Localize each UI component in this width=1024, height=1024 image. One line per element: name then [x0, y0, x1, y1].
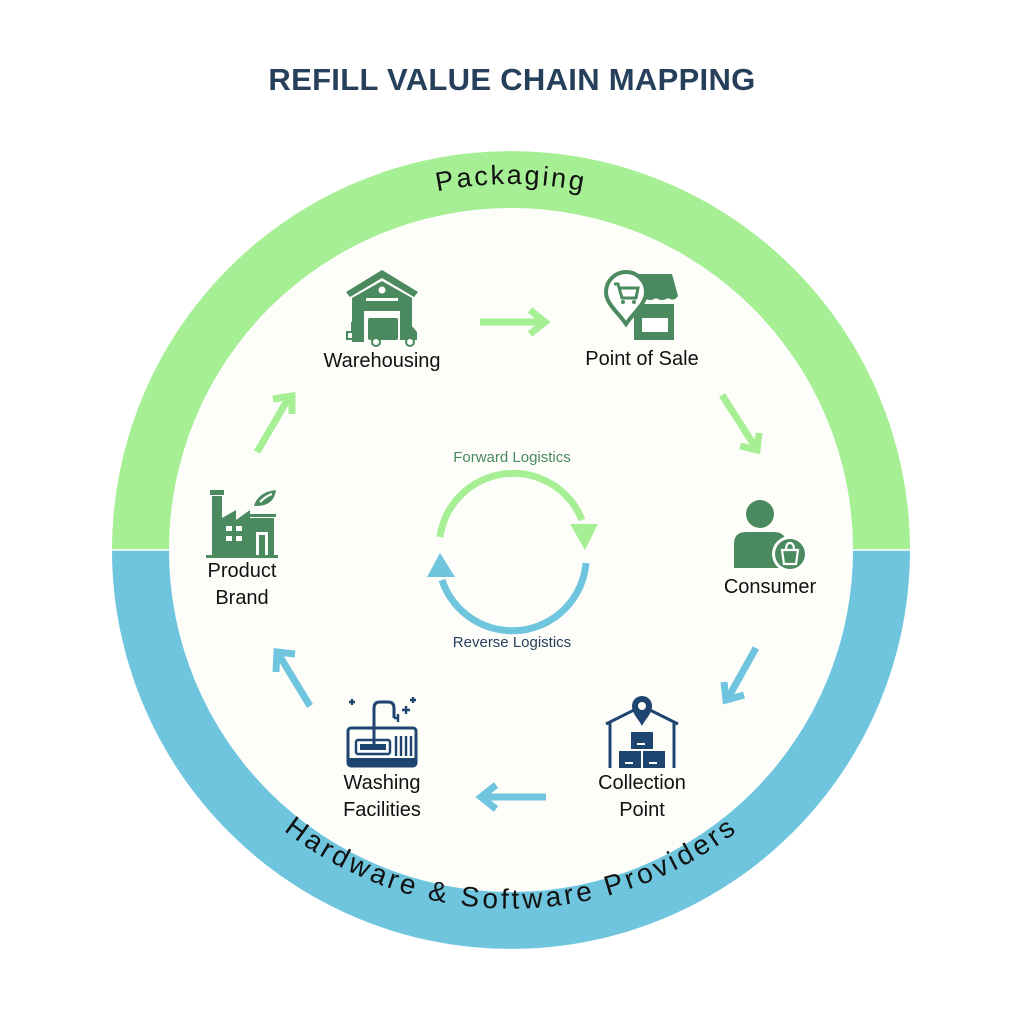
house-boxes-pin-icon: [605, 696, 679, 768]
node-point-of-sale: Point of Sale: [562, 268, 722, 373]
node-label: Consumer: [723, 576, 817, 598]
inner-circle: [170, 209, 852, 891]
reverse-logistics-arc: [438, 562, 590, 635]
person-shopping-bag-icon: [734, 500, 808, 572]
arrow-brand-to-warehousing: [253, 391, 296, 454]
node-consumer: Consumer: [700, 498, 840, 601]
node-label: Product Brand: [207, 560, 277, 609]
node-label: Point of Sale: [585, 348, 699, 370]
arrow-washing-to-brand: [272, 648, 313, 708]
reverse-logistics-arrowhead: [427, 553, 455, 577]
store-cart-pin-icon: [604, 269, 678, 340]
forward-logistics-arc: [436, 469, 586, 538]
node-label: Collection Point: [598, 772, 686, 821]
node-label: Washing Facilities: [343, 772, 421, 821]
arrow-consumer-to-collection: [720, 646, 760, 705]
ring-bottom-providers: [112, 550, 910, 949]
arrow-pos-to-consumer: [719, 393, 763, 455]
node-product-brand: Product Brand: [172, 484, 312, 612]
arrow-collection-to-washing: [475, 782, 546, 812]
node-collection-point: Collection Point: [572, 696, 712, 824]
eco-factory-icon: [206, 490, 278, 558]
page-title: REFILL VALUE CHAIN MAPPING: [268, 62, 756, 97]
sink-washing-icon: [346, 697, 418, 768]
arrow-warehousing-to-pos: [480, 307, 551, 337]
forward-logistics-label: Forward Logistics: [453, 449, 571, 466]
forward-logistics-arrowhead: [570, 524, 598, 550]
node-warehousing: Warehousing: [300, 268, 464, 375]
ring-top-packaging: [112, 151, 910, 550]
node-label: Warehousing: [323, 350, 441, 372]
warehouse-truck-icon: [346, 270, 418, 347]
reverse-logistics-label: Reverse Logistics: [452, 634, 572, 651]
node-washing-facilities: Washing Facilities: [312, 696, 452, 824]
